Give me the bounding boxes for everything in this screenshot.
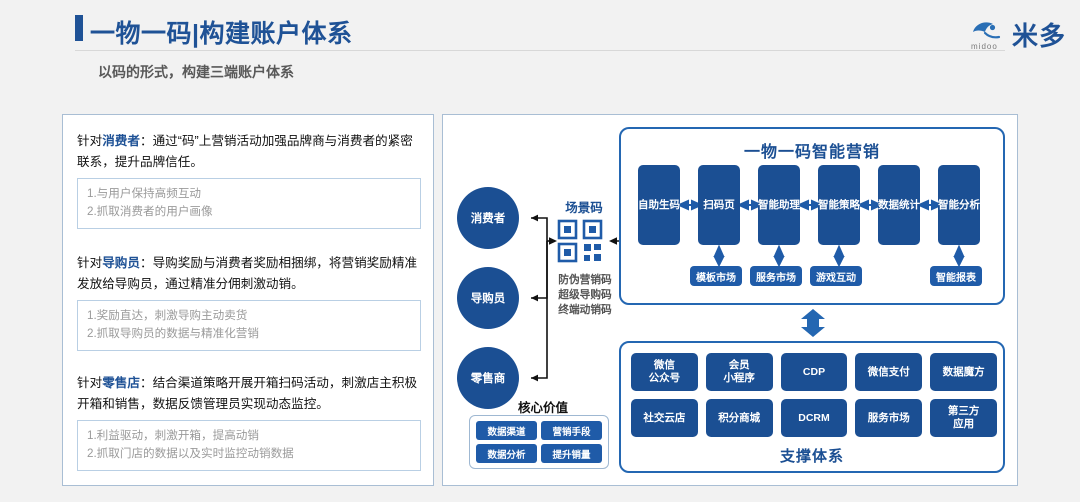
support-item-member-miniapp[interactable]: 会员小程序 bbox=[705, 353, 773, 391]
note-line: 1.与用户保持高频互动 bbox=[87, 187, 202, 200]
right-diagram-panel: 消费者 导购员 零售商 场景码 防伪营销码 超级导购码 bbox=[442, 114, 1018, 486]
double-arrow-vertical-icon bbox=[795, 309, 831, 337]
code-type: 终端动销码 bbox=[558, 304, 612, 316]
note-line: 1.奖励直达，刺激导购主动卖货 bbox=[87, 309, 248, 322]
flow-step-1[interactable]: 自助生码 bbox=[638, 165, 680, 245]
page-subtitle: 以码的形式，构建三端账户体系 bbox=[98, 64, 294, 80]
note-line: 2.抓取导购员的数据与精准化营销 bbox=[87, 327, 259, 340]
flow-step-2[interactable]: 扫码页 bbox=[698, 165, 740, 245]
support-item-service-market[interactable]: 服务市场 bbox=[855, 399, 923, 437]
role-circle-retailer[interactable]: 零售商 bbox=[457, 347, 519, 409]
note-line: 2.抓取门店的数据以及实时监控动销数据 bbox=[87, 447, 294, 460]
svg-text:midoo: midoo bbox=[971, 42, 998, 51]
support-system-card: 微信公众号 会员小程序 CDP 微信支付 数据魔方 社交云店 积分商城 DCRM… bbox=[619, 341, 1005, 473]
flow-step-3[interactable]: 智能助理 bbox=[758, 165, 800, 245]
core-value-tag[interactable]: 提升销量 bbox=[541, 444, 602, 463]
segment-notes: 1.奖励直达，刺激导购主动卖货 2.抓取导购员的数据与精准化营销 bbox=[77, 300, 421, 351]
sub-module-template-market[interactable]: 模板市场 bbox=[690, 266, 742, 286]
sub-module-game-interaction[interactable]: 游戏互动 bbox=[810, 266, 862, 286]
core-value-tag[interactable]: 数据渠道 bbox=[476, 421, 537, 440]
segment-guide: 针对导购员：导购奖励与消费者奖励相捆绑，将营销奖励精准发放给导购员，通过精准分佣… bbox=[77, 253, 421, 351]
header-divider bbox=[75, 50, 1005, 51]
support-item-data-cube[interactable]: 数据魔方 bbox=[930, 353, 997, 391]
smart-marketing-card: 一物一码智能营销 自助生码 扫码页 智能助理 智能策略 数据统计 bbox=[619, 127, 1005, 305]
support-item-wechat-pay[interactable]: 微信支付 bbox=[855, 353, 923, 391]
flow-step-4[interactable]: 智能策略 bbox=[818, 165, 860, 245]
code-type: 超级导购码 bbox=[558, 289, 612, 301]
role-circle-consumer[interactable]: 消费者 bbox=[457, 187, 519, 249]
smart-marketing-title: 一物一码智能营销 bbox=[743, 144, 880, 161]
core-value-tag[interactable]: 数据分析 bbox=[476, 444, 537, 463]
segment-title: 针对导购员：导购奖励与消费者奖励相捆绑，将营销奖励精准发放给导购员，通过精准分佣… bbox=[77, 256, 418, 291]
qr-code-icon bbox=[557, 219, 603, 263]
note-line: 2.抓取消费者的用户画像 bbox=[87, 205, 213, 218]
segment-retail: 针对零售店：结合渠道策略开展开箱扫码活动，刺激店主积极开箱和销售，数据反馈管理员… bbox=[77, 373, 421, 471]
support-item-cdp[interactable]: CDP bbox=[780, 353, 848, 391]
flow-step-6[interactable]: 智能分析 bbox=[938, 165, 980, 245]
flow-step-5[interactable]: 数据统计 bbox=[878, 165, 920, 245]
slide-header: 一物一码|构建账户体系 以码的形式，构建三端账户体系 midoo 米多 bbox=[0, 0, 1080, 100]
code-type-list: 防伪营销码 超级导购码 终端动销码 bbox=[535, 273, 635, 318]
segment-notes: 1.利益驱动，刺激开箱，提高动销 2.抓取门店的数据以及实时监控动销数据 bbox=[77, 420, 421, 471]
core-value-box: 数据渠道 营销手段 数据分析 提升销量 bbox=[469, 415, 609, 469]
note-line: 1.利益驱动，刺激开箱，提高动销 bbox=[87, 429, 259, 442]
brand-name: 米多 bbox=[1011, 21, 1066, 51]
support-item-third-party-app[interactable]: 第三方应用 bbox=[930, 399, 997, 437]
support-item-wechat-official[interactable]: 微信公众号 bbox=[631, 353, 698, 391]
support-item-social-cloud-shop[interactable]: 社交云店 bbox=[631, 399, 698, 437]
scene-code-label: 场景码 bbox=[565, 201, 603, 215]
support-system-title: 支撑体系 bbox=[779, 448, 844, 465]
segment-title: 针对消费者：通过“码”上营销活动加强品牌商与消费者的紧密联系，提升品牌信任。 bbox=[77, 134, 413, 169]
page-title: 一物一码|构建账户体系 bbox=[90, 20, 353, 48]
sub-module-smart-report[interactable]: 智能报表 bbox=[930, 266, 982, 286]
code-type: 防伪营销码 bbox=[558, 274, 612, 286]
segment-title: 针对零售店：结合渠道策略开展开箱扫码活动，刺激店主积极开箱和销售，数据反馈管理员… bbox=[77, 376, 418, 411]
left-description-panel: 针对消费者：通过“码”上营销活动加强品牌商与消费者的紧密联系，提升品牌信任。 1… bbox=[62, 114, 434, 486]
support-item-points-mall[interactable]: 积分商城 bbox=[705, 399, 773, 437]
segment-consumer: 针对消费者：通过“码”上营销活动加强品牌商与消费者的紧密联系，提升品牌信任。 1… bbox=[77, 131, 421, 229]
support-system-grid: 微信公众号 会员小程序 CDP 微信支付 数据魔方 社交云店 积分商城 DCRM… bbox=[631, 353, 997, 437]
role-circle-guide[interactable]: 导购员 bbox=[457, 267, 519, 329]
sub-module-service-market[interactable]: 服务市场 bbox=[750, 266, 802, 286]
core-value-label: 核心价值 bbox=[517, 401, 568, 415]
midoo-bird-icon: midoo bbox=[969, 18, 1009, 52]
segment-notes: 1.与用户保持高频互动 2.抓取消费者的用户画像 bbox=[77, 178, 421, 229]
brand-logo: midoo 米多 bbox=[969, 16, 1066, 53]
title-accent-bar bbox=[75, 15, 83, 41]
support-item-dcrm[interactable]: DCRM bbox=[780, 399, 848, 437]
core-value-tag[interactable]: 营销手段 bbox=[541, 421, 602, 440]
